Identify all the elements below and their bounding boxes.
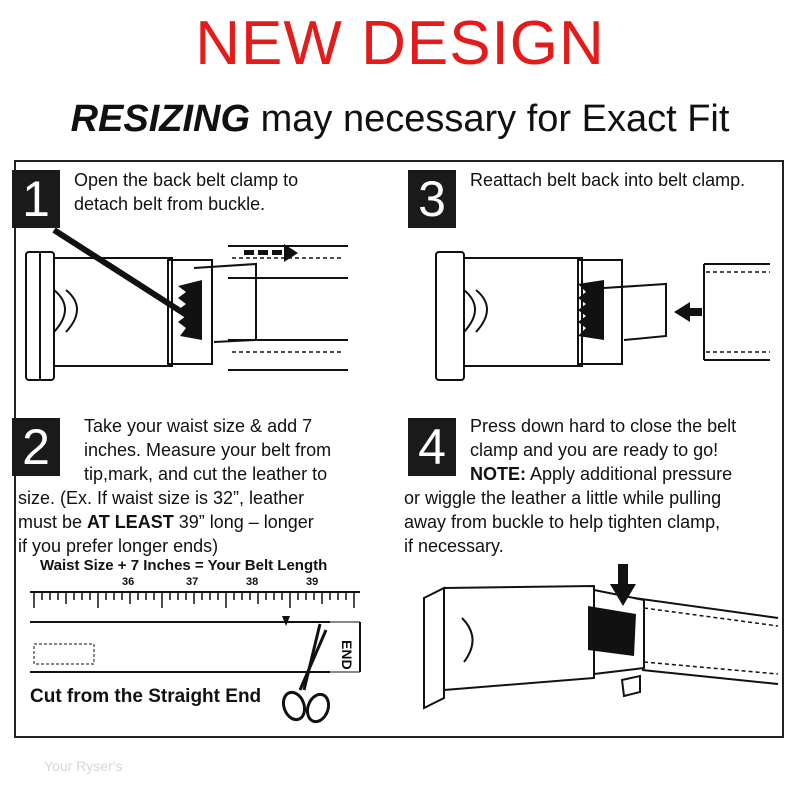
step-4-line-2: clamp and you are ready to go!: [470, 440, 719, 460]
at-least-emphasis: AT LEAST: [87, 512, 174, 532]
arrow-left-icon: [674, 302, 702, 322]
step-4-text: Press down hard to close the belt clamp …: [470, 414, 736, 486]
scissors-icon: [281, 623, 331, 724]
step-4-number: 4: [408, 418, 456, 476]
step-1-text: Open the back belt clamp to detach belt …: [74, 168, 298, 216]
cut-instruction: Cut from the Straight End: [30, 686, 262, 707]
page-subtitle: RESIZING may necessary for Exact Fit: [0, 96, 800, 142]
step-4-line-5: away from buckle to help tighten clamp,: [404, 512, 721, 532]
clamp-teeth-icon: [588, 606, 636, 656]
ruler-tick-39: 39: [306, 576, 319, 588]
step-4-line-3: NOTE: Apply additional pressure: [470, 464, 733, 484]
belt-holes-icon: [33, 643, 95, 665]
step-4-line-6: if necessary.: [404, 536, 504, 556]
measuring-ruler: [30, 591, 361, 673]
step-1-number: 1: [12, 170, 60, 228]
step-4-text-cont: or wiggle the leather a little while pul…: [404, 486, 721, 558]
step-1-line-1: Open the back belt clamp to: [74, 170, 299, 190]
step-2-line-6: if you prefer longer ends): [18, 536, 219, 556]
clamp-teeth-icon: [578, 280, 604, 340]
ruler-tick-36: 36: [122, 576, 135, 588]
note-label: NOTE:: [470, 464, 526, 484]
subtitle-emphasis: RESIZING: [70, 98, 251, 140]
end-label: END: [339, 640, 355, 670]
buckle-reattach-illustration: [435, 251, 770, 381]
buckle-open-illustration: [25, 228, 348, 381]
ruler-tick-37: 37: [186, 576, 199, 588]
step-2-line-5: must be AT LEAST 39” long – longer: [18, 512, 314, 532]
page-title: NEW DESIGN: [195, 9, 605, 78]
watermark-text: Your Ryser's: [44, 758, 123, 774]
step-2-text: Take your waist size & add 7 inches. Mea…: [84, 414, 331, 486]
subtitle-text: may necessary for Exact Fit: [250, 98, 730, 140]
step-3-text: Reattach belt back into belt clamp.: [470, 170, 746, 190]
buckle-close-illustration: [423, 564, 779, 710]
step-2-line-3: tip,mark, and cut the leather to: [84, 464, 328, 484]
ruler-tick-38: 38: [246, 576, 259, 588]
step-2-line-2: inches. Measure your belt from: [84, 440, 332, 460]
step-2-number: 2: [12, 418, 60, 476]
step-2-text-cont: size. (Ex. If waist size is 32”, leather…: [18, 486, 314, 558]
step-2-line-1: Take your waist size & add 7: [84, 416, 313, 436]
step-4-line-1: Press down hard to close the belt: [470, 416, 737, 436]
clamp-teeth-icon: [178, 280, 202, 340]
step-2-line-4: size. (Ex. If waist size is 32”, leather: [18, 488, 305, 508]
step-4-line-4: or wiggle the leather a little while pul…: [404, 488, 722, 508]
step-1-line-2: detach belt from buckle.: [74, 194, 266, 214]
step-3-number: 3: [408, 170, 456, 228]
press-down-arrow-icon: [610, 564, 636, 606]
ruler-title: Waist Size + 7 Inches = Your Belt Length: [40, 557, 328, 574]
